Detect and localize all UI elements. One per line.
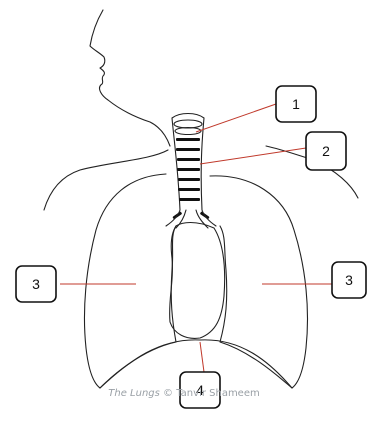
leader-line-4	[200, 342, 204, 372]
leader-line-1	[196, 104, 276, 132]
credit-title: The Lungs	[108, 388, 160, 399]
image-credit: The Lungs © Tanvir Shameem	[0, 388, 368, 399]
left-lung-outline	[84, 174, 176, 388]
trachea-ring	[177, 168, 200, 171]
label-1-text: 1	[292, 96, 300, 112]
left-shoulder-outline	[44, 150, 168, 210]
left-bronchus	[166, 210, 186, 228]
trachea-ring	[176, 138, 200, 141]
larynx-ring	[174, 120, 202, 128]
label-1[interactable]: 1	[276, 86, 316, 122]
heart-outline	[170, 223, 225, 339]
label-3-left[interactable]: 3	[16, 266, 56, 302]
label-3-right-text: 3	[345, 272, 353, 288]
credit-author: © Tanvir Shameem	[163, 388, 260, 399]
trachea-ring	[178, 178, 200, 181]
face-profile	[90, 10, 170, 146]
trachea-ring	[176, 148, 200, 151]
trachea-ring	[178, 188, 200, 191]
label-2[interactable]: 2	[306, 132, 346, 170]
trachea-ring	[177, 158, 200, 161]
trachea-ring	[179, 198, 200, 201]
label-2-text: 2	[322, 143, 330, 159]
leader-line-2	[200, 148, 306, 164]
label-3-left-text: 3	[32, 276, 40, 292]
label-3-right[interactable]: 3	[332, 262, 366, 298]
